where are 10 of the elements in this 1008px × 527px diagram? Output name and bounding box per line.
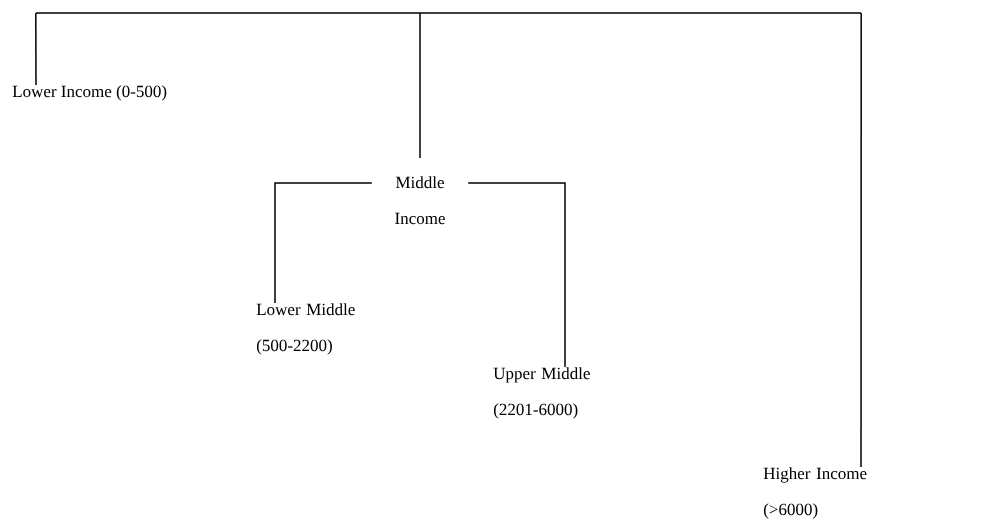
node-label: Upper Middle (2201-6000) <box>493 367 590 419</box>
connector-line <box>274 182 373 304</box>
connector-line <box>467 182 566 368</box>
connector-line <box>35 12 37 86</box>
connector-line <box>419 12 421 159</box>
node-label: Middle Income <box>395 176 445 225</box>
node-label: Lower Middle (500-2200) <box>256 303 355 355</box>
node-label: Lower Income (0-500) <box>12 85 167 101</box>
connector-line <box>860 12 862 468</box>
node-label: Higher Income (>6000) <box>763 467 867 519</box>
